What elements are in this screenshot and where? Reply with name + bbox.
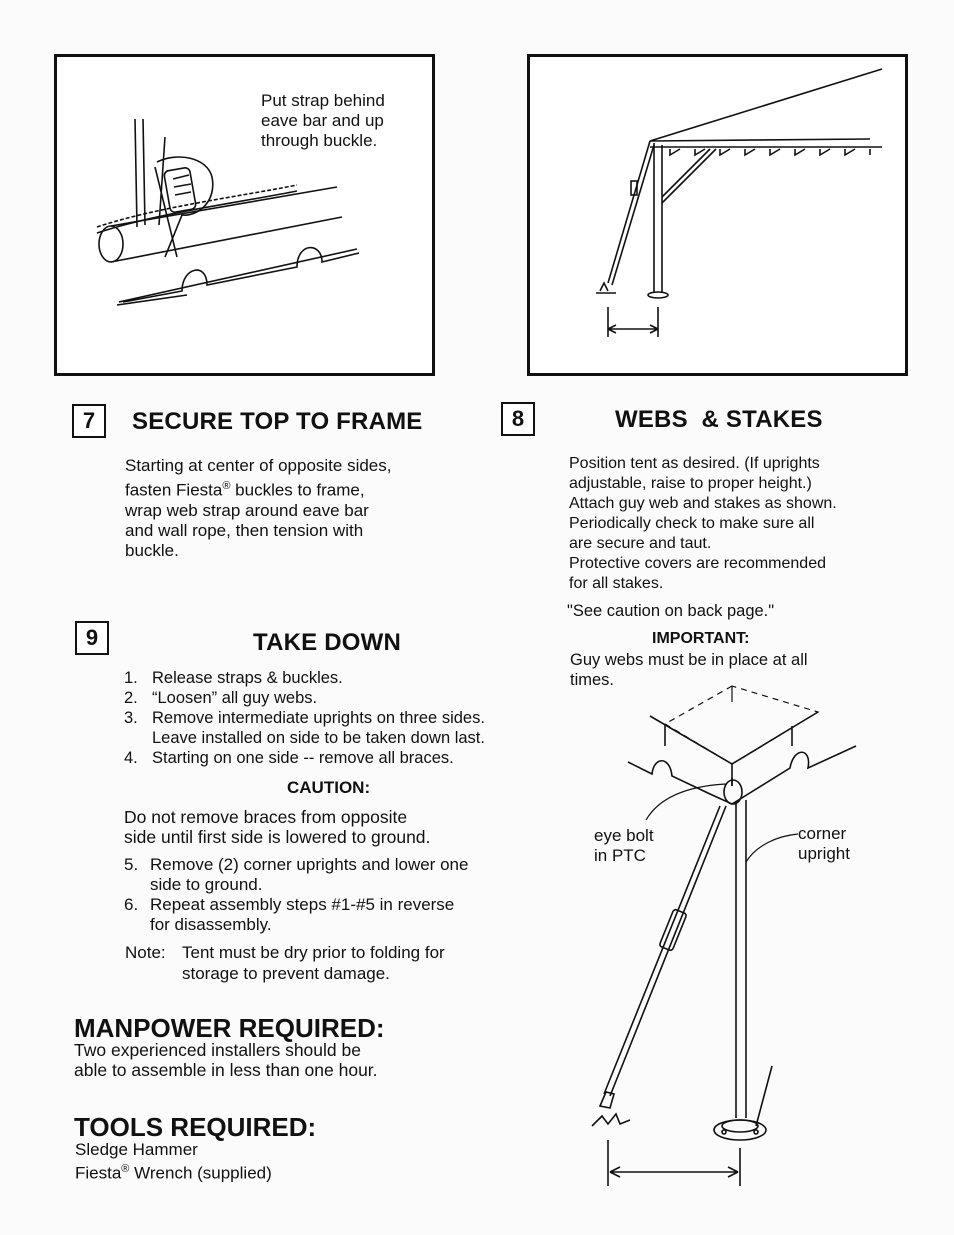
- list-item: 3.Remove intermediate uprights on three …: [124, 709, 485, 747]
- step-7-line: Starting at center of opposite sides,: [125, 456, 392, 475]
- eye-bolt-label: eye bolt in PTC: [594, 826, 654, 865]
- caution-label: CAUTION:: [287, 778, 371, 797]
- tools-title: TOOLS REQUIRED:: [74, 1112, 317, 1142]
- important-label: IMPORTANT:: [652, 630, 750, 647]
- take-down-steps-a: 1.Release straps & buckles. 2.“Loosen” a…: [124, 668, 544, 768]
- corner-guy-web-illustration: [591, 685, 857, 1186]
- step-7-title: SECURE TOP TO FRAME: [132, 408, 423, 435]
- note-label: Note:: [125, 943, 166, 962]
- tent-side-illustration: [596, 68, 883, 337]
- list-item: 4.Starting on one side -- remove all bra…: [124, 749, 454, 767]
- list-item: 1.Release straps & buckles.: [124, 669, 343, 687]
- caution-text: Do not remove braces from opposite side …: [124, 807, 431, 847]
- manpower-title: MANPOWER REQUIRED:: [74, 1013, 385, 1043]
- figure-strap-buckle: Put strap behind eave bar and up through…: [54, 54, 435, 376]
- note-text: Tent must be dry prior to folding for st…: [182, 943, 445, 983]
- important-text: Guy webs must be in place at all times.: [570, 651, 808, 689]
- step-7-line: buckle.: [125, 540, 179, 560]
- step-7-line: and wall rope, then tension with: [125, 520, 364, 540]
- figure-strap-caption: Put strap behind eave bar and up through…: [261, 91, 385, 150]
- strap-illustration: [96, 118, 360, 306]
- tools-line-1: Sledge Hammer: [75, 1140, 198, 1159]
- step-7-line: fasten Fiesta® buckles to frame,: [125, 480, 365, 500]
- step-7-text: Starting at center of opposite sides, fa…: [125, 456, 465, 561]
- manpower-text: Two experienced installers should be abl…: [74, 1040, 378, 1080]
- list-item: 5.Remove (2) corner uprights and lower o…: [124, 855, 469, 894]
- step-7-line: wrap web strap around eave bar: [125, 500, 369, 520]
- tools-line-2: Fiesta® Wrench (supplied): [75, 1163, 272, 1183]
- step-9-title: TAKE DOWN: [253, 629, 402, 656]
- corner-upright-label: corner upright: [798, 824, 850, 863]
- step-8-title: WEBS & STAKES: [615, 406, 823, 433]
- step-7-number: 7: [72, 404, 106, 438]
- take-down-steps-b: 5.Remove (2) corner uprights and lower o…: [124, 855, 544, 935]
- list-item: 6.Repeat assembly steps #1-#5 in reverse…: [124, 895, 455, 934]
- step-8-text: Position tent as desired. (If uprights a…: [569, 455, 837, 592]
- list-item: 2.“Loosen” all guy webs.: [124, 689, 318, 707]
- figure-tent-side: [527, 54, 908, 376]
- step-8-number: 8: [501, 402, 535, 436]
- step-8-caution-reference: "See caution on back page.": [567, 602, 775, 620]
- step-9-number: 9: [75, 621, 109, 655]
